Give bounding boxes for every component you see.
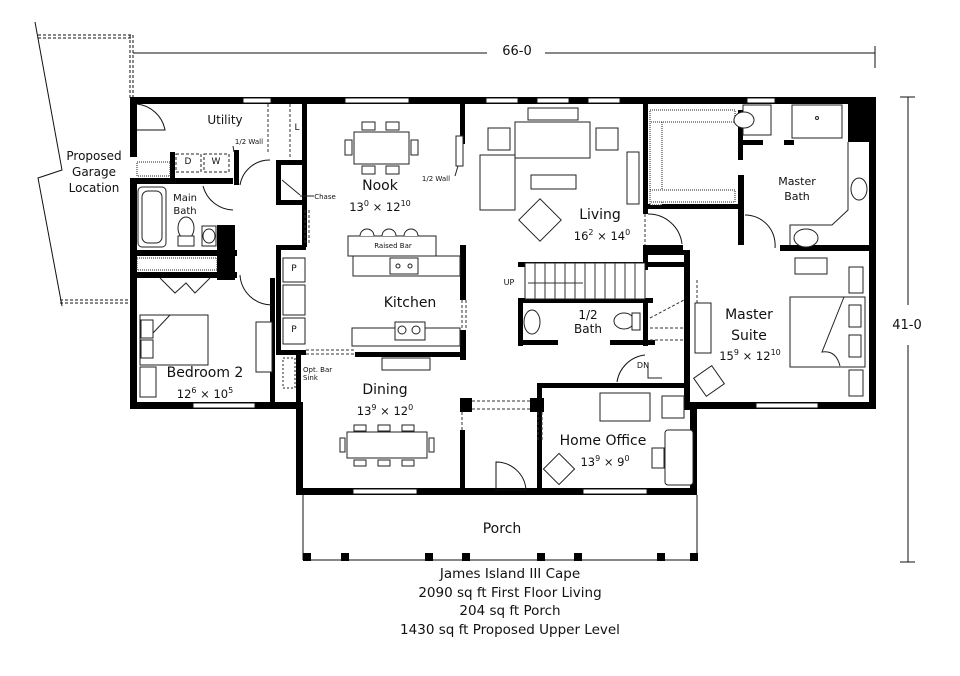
room-kitchen: Kitchen: [383, 295, 437, 311]
room-main-bath: Main Bath: [173, 193, 197, 217]
leaders: [232, 145, 662, 379]
opt-bar-sink-note: Opt. Bar Sink: [303, 366, 333, 382]
chase-note: Chase: [314, 193, 336, 201]
doors: [136, 103, 776, 491]
home-office-dimensions: 139 × 90: [580, 454, 630, 469]
room-master-suite: Master Suite: [725, 307, 773, 344]
dimension-lines: [133, 46, 915, 563]
room-half-bath: 1/2 Bath: [574, 308, 602, 336]
bedroom-2-dimensions: 126 × 105: [176, 386, 234, 401]
half-wall-utility-note: 1/2 Wall: [234, 138, 264, 146]
room-utility: Utility: [207, 113, 243, 127]
room-nook: Nook: [362, 178, 398, 194]
garage-note: Proposed Garage Location: [66, 149, 122, 195]
dryer-label: D: [184, 157, 192, 167]
pantry-label-1: P: [291, 264, 297, 274]
room-master-bath: Master Bath: [778, 175, 816, 203]
windows: [192, 97, 819, 495]
garage-outline: [34, 21, 134, 307]
room-bedroom-2: Bedroom 2: [166, 365, 244, 381]
room-porch: Porch: [482, 521, 522, 537]
dining-dimensions: 139 × 120: [356, 403, 414, 418]
living-dimensions: 162 × 140: [573, 228, 631, 243]
first-floor-area: 2090 sq ft First Floor Living: [418, 584, 602, 601]
plan-title: James Island III Cape: [439, 566, 581, 582]
linen-closet-label: L: [294, 123, 300, 133]
fixtures: [136, 104, 868, 486]
raised-bar-label: Raised Bar: [374, 242, 412, 250]
porch-area: 204 sq ft Porch: [459, 603, 561, 619]
room-dining: Dining: [362, 382, 408, 398]
plan-summary: James Island III Cape 2090 sq ft First F…: [300, 565, 720, 639]
room-home-office: Home Office: [559, 433, 647, 449]
depth-dimension: 41-0: [892, 318, 922, 333]
width-dimension: 66-0: [502, 44, 532, 59]
room-living: Living: [579, 207, 621, 223]
half-wall-nook-note: 1/2 Wall: [421, 175, 451, 183]
stairs-up-label: UP: [503, 278, 515, 287]
pantry-label-2: P: [291, 325, 297, 335]
master-suite-dimensions: 159 × 1210: [719, 348, 781, 363]
washer-label: W: [211, 157, 221, 167]
nook-dimensions: 130 × 1210: [349, 199, 411, 214]
stairs-down-label: DN: [636, 361, 650, 370]
porch-structure: [302, 495, 698, 561]
upper-level-area: 1430 sq ft Proposed Upper Level: [400, 621, 620, 638]
